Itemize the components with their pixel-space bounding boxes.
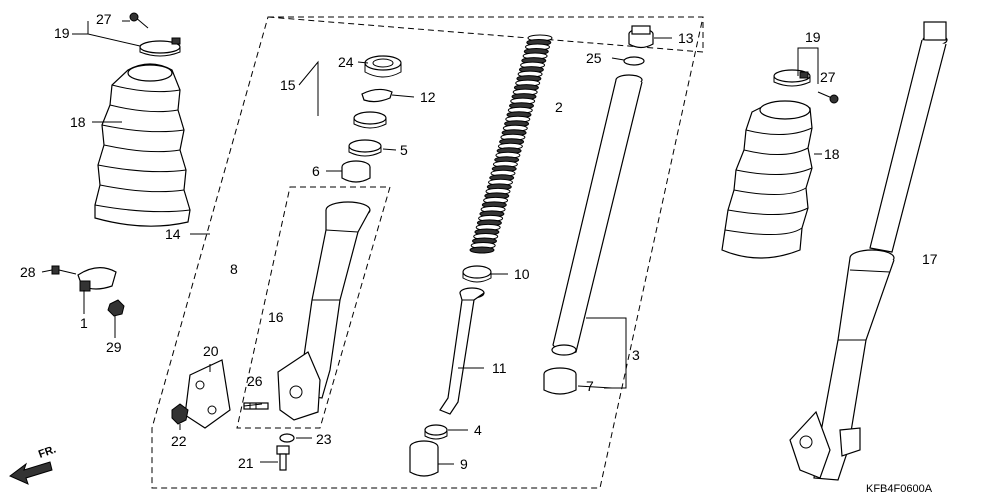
callout-3: 3: [632, 347, 640, 363]
callout-26: 26: [247, 373, 263, 389]
washer-23: [279, 433, 295, 443]
clip-12: [361, 88, 393, 103]
callout-15: 15: [280, 77, 296, 93]
callout-23: 23: [316, 431, 332, 447]
callout-5: 5: [400, 142, 408, 158]
callout-24: 24: [338, 54, 354, 70]
callout-10: 10: [514, 266, 530, 282]
callout-27-right: 27: [820, 69, 836, 85]
dust-boot-18-left: [94, 63, 191, 227]
callout-19-left: 19: [54, 25, 70, 41]
spring-collar-10: [462, 265, 492, 283]
callout-7: 7: [586, 378, 594, 394]
callout-18-right: 18: [824, 146, 840, 162]
callout-14: 14: [165, 226, 181, 242]
fork-pipe-3: [551, 74, 643, 356]
callout-12: 12: [420, 89, 436, 105]
oil-lock-piece-9: [409, 440, 439, 477]
piston-ring-4: [424, 424, 448, 440]
front-direction-label: FR.: [37, 443, 58, 460]
fork-bolt-13: [628, 25, 654, 49]
callout-13: 13: [678, 30, 694, 46]
fork-slider-16: [277, 201, 371, 421]
spring-coil: [469, 246, 495, 254]
callout-29: 29: [106, 339, 122, 355]
callout-22: 22: [171, 433, 187, 449]
leader-lines: [41, 20, 822, 465]
callout-1: 1: [80, 315, 88, 331]
back-up-ring-15: [353, 111, 387, 129]
fork-assembly-17: [789, 21, 948, 481]
callout-9: 9: [460, 456, 468, 472]
callout-27-left: 27: [96, 11, 112, 27]
callout-17: 17: [922, 251, 938, 267]
callout-28: 28: [20, 264, 36, 280]
callout-19-right: 19: [805, 29, 821, 45]
assembly-8-boundary: [236, 186, 391, 429]
slide-bushing-5: [348, 139, 382, 157]
nut-29: [107, 299, 125, 317]
assembly-14-boundary: [151, 16, 704, 489]
oil-seal-24: [364, 55, 402, 78]
boot-clamp-19: [139, 37, 181, 57]
callout-8: 8: [230, 261, 238, 277]
diagram-code: KFB4F0600A: [866, 483, 933, 495]
cable-clamp-1: [77, 267, 117, 292]
screw-27-right: [817, 91, 839, 104]
o-ring-25: [623, 56, 645, 66]
bolt-28: [51, 265, 77, 275]
screw-27-left: [129, 12, 149, 29]
fork-spring-2: [469, 34, 553, 254]
callout-6: 6: [312, 163, 320, 179]
callout-11: 11: [492, 360, 507, 376]
guide-bushing-7: [543, 367, 577, 395]
callout-20: 20: [203, 343, 219, 359]
assembly-14-outline: [267, 16, 704, 53]
callout-16: 16: [268, 309, 284, 325]
socket-bolt-21: [276, 445, 290, 471]
nut-22: [171, 403, 189, 425]
axle-holder-20: [184, 359, 231, 429]
callout-18-left: 18: [70, 114, 86, 130]
guide-bushing-6: [341, 160, 371, 183]
boot-clamp-19-right: [773, 69, 811, 87]
callout-21: 21: [238, 455, 254, 471]
front-direction-arrow-icon: [9, 461, 53, 485]
callout-2: 2: [555, 99, 563, 115]
callout-4: 4: [474, 422, 482, 438]
callout-25: 25: [586, 50, 602, 66]
dust-boot-18-right: [721, 100, 813, 259]
damper-rod-11: [439, 287, 485, 415]
